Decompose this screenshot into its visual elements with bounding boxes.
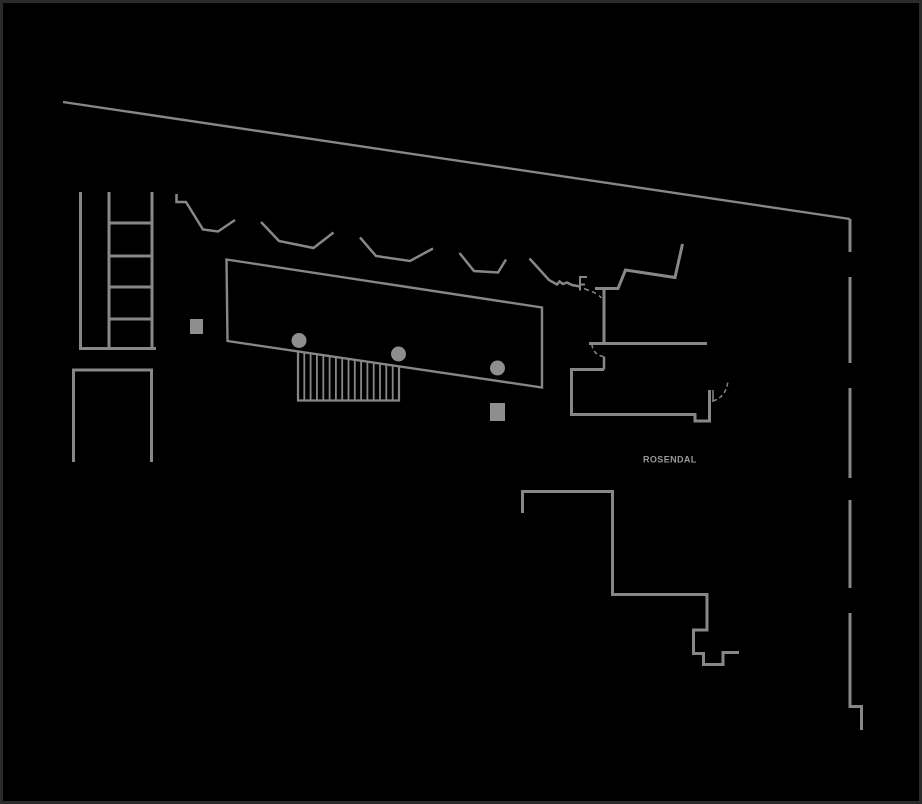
tree-canopy-5 <box>528 257 581 288</box>
tree-canopy-2 <box>260 221 335 250</box>
detail-dash-3 <box>598 294 603 299</box>
column-dot-2 <box>391 346 406 362</box>
tree-canopy-4 <box>458 252 508 274</box>
north-building-step <box>595 243 684 290</box>
detail-dash-2 <box>591 290 597 295</box>
column-dot-3 <box>490 360 505 376</box>
path-outline-southeast <box>521 490 739 666</box>
top-boundary-line <box>62 100 851 221</box>
left-court-outline <box>72 368 153 462</box>
tree-canopy-1 <box>175 194 236 233</box>
stair-treads <box>303 352 394 401</box>
south-building-outline <box>570 368 711 423</box>
door-swing-lower <box>712 380 729 402</box>
column-dot-1 <box>291 333 307 348</box>
detail-f-mark <box>579 276 587 291</box>
detail-dash-1 <box>583 287 590 292</box>
tree-canopy-3 <box>359 236 434 263</box>
main-building-outline <box>225 258 544 389</box>
door-swing-upper <box>591 344 605 358</box>
boundary-dash-5 <box>848 613 863 730</box>
site-label-rosendal: ROSENDAL <box>643 455 697 465</box>
marker-square-left <box>190 319 203 334</box>
marker-square-right <box>490 403 505 421</box>
